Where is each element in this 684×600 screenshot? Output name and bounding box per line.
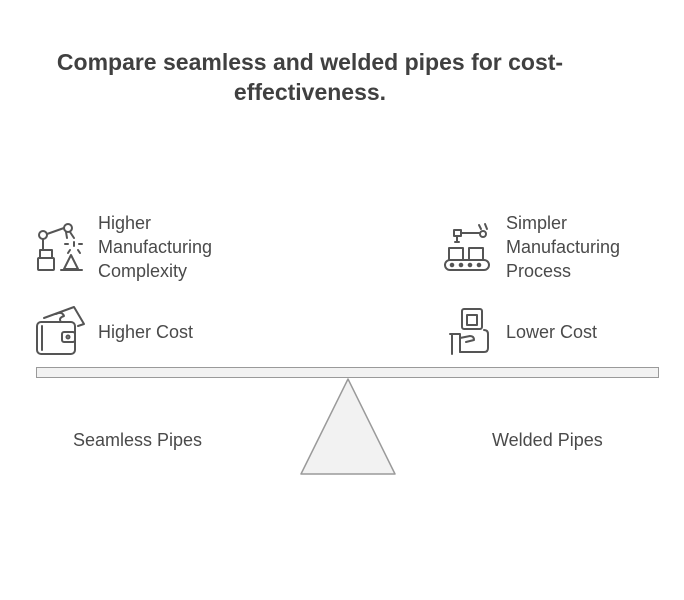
label-line: Higher Cost <box>98 322 194 342</box>
right-side-name: Welded Pipes <box>492 430 603 450</box>
label-line: Higher <box>98 213 152 233</box>
seesaw-beam <box>36 367 659 378</box>
seesaw-fulcrum <box>299 377 397 482</box>
assembly-line-icon <box>443 222 493 272</box>
label-line: Lower Cost <box>506 322 598 342</box>
label-line: Manufacturing <box>98 237 213 257</box>
left-side-name: Seamless Pipes <box>73 430 203 450</box>
robotic-arm-icon <box>34 222 86 272</box>
label-line: Process <box>506 261 572 281</box>
label-line: Manufacturing <box>506 237 621 257</box>
hand-coin-icon <box>446 306 492 356</box>
left-item-label-complexity: Higher Manufacturing Complexity <box>98 211 212 283</box>
diagram-title: Compare seamless and welded pipes for co… <box>56 49 564 105</box>
right-item-label-cost: Lower Cost <box>506 320 597 344</box>
label-line: Simpler <box>506 213 568 233</box>
wallet-money-icon <box>34 304 86 356</box>
left-item-label-cost: Higher Cost <box>98 320 193 344</box>
label-line: Complexity <box>98 261 188 281</box>
right-item-label-process: Simpler Manufacturing Process <box>506 211 620 283</box>
